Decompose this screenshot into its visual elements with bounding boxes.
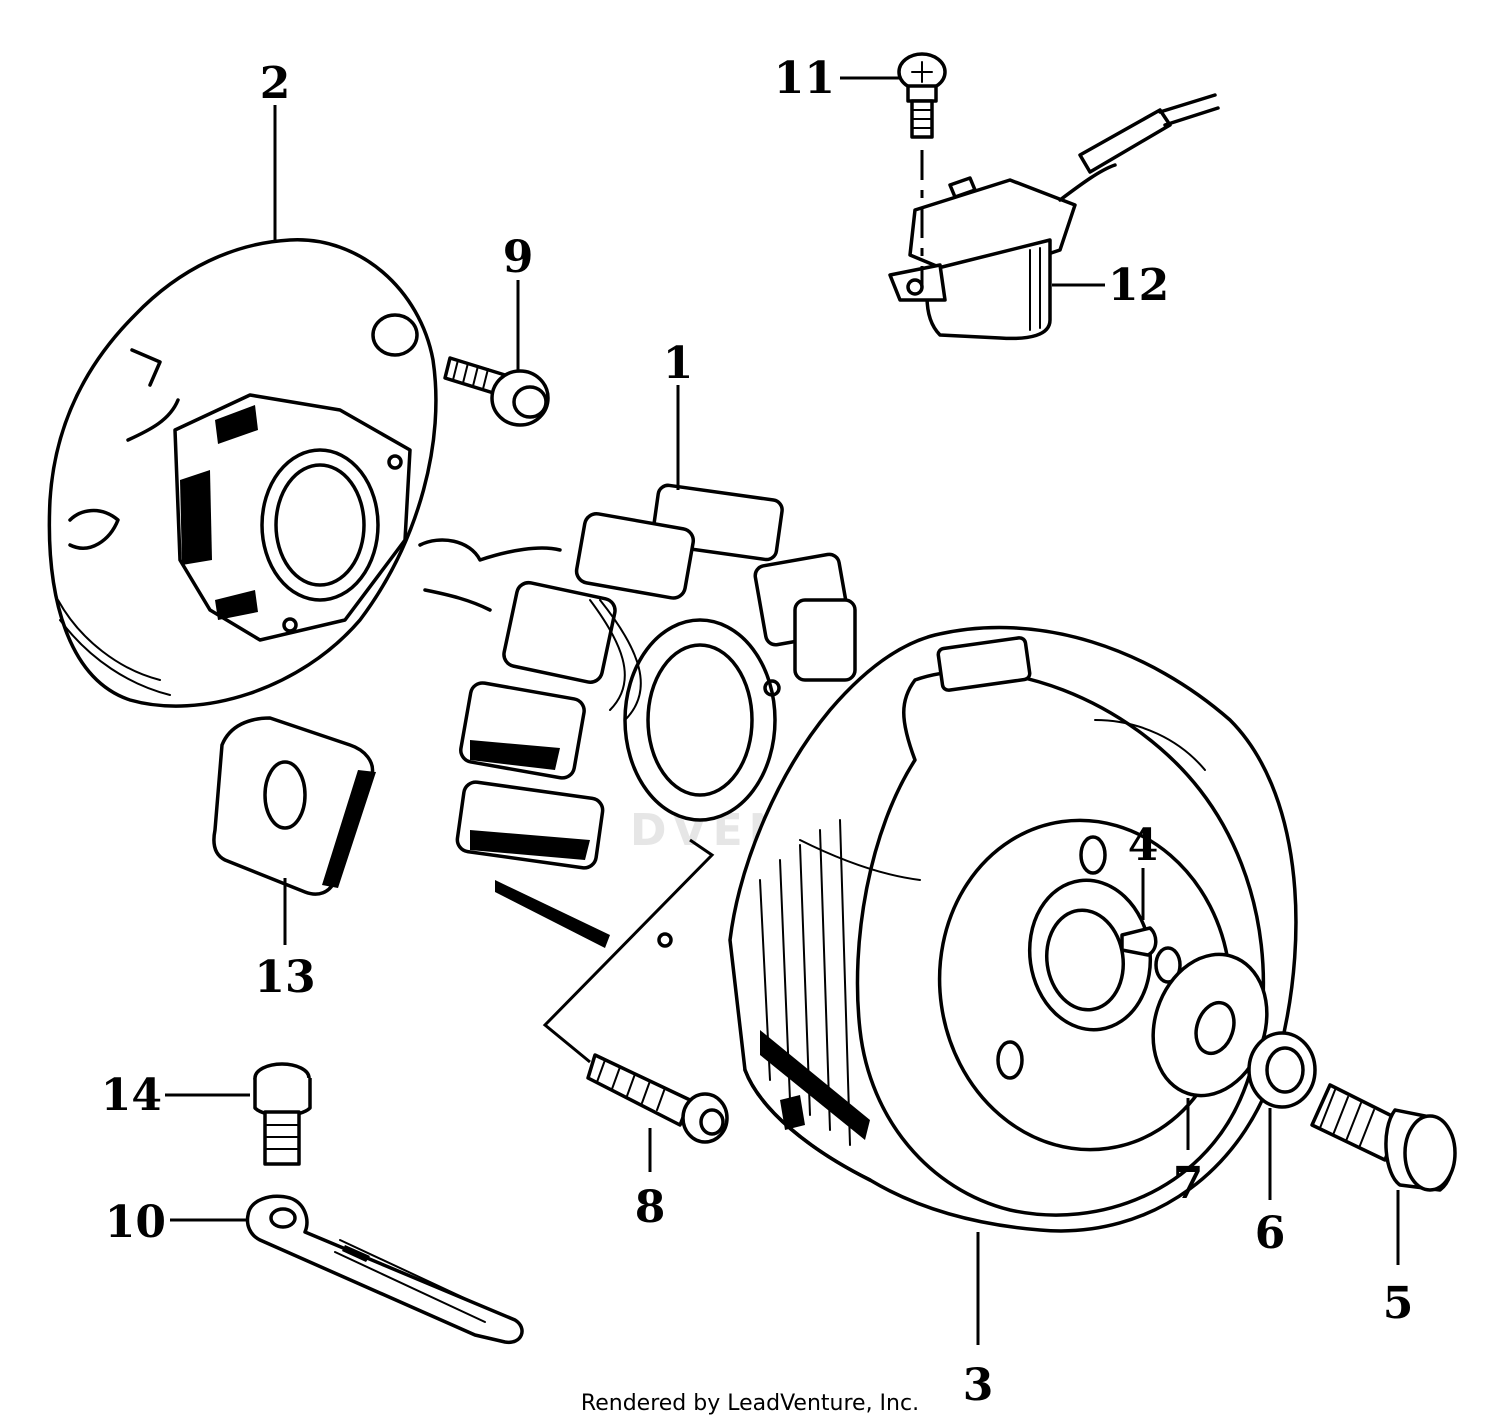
leader-8-path bbox=[542, 838, 715, 1064]
part-11-screw[interactable] bbox=[897, 52, 947, 139]
part-8-screw[interactable] bbox=[586, 1053, 729, 1144]
part-14-bolt[interactable] bbox=[253, 1062, 312, 1166]
part-1-stator[interactable] bbox=[418, 483, 857, 948]
callout-5: 5 bbox=[1383, 1278, 1414, 1329]
callout-11: 11 bbox=[774, 53, 835, 104]
part-3-flywheel[interactable] bbox=[728, 625, 1298, 1233]
part-2-base-plate[interactable] bbox=[47, 238, 438, 708]
credit-text: Rendered by LeadVenture, Inc. bbox=[581, 1391, 919, 1416]
callout-12: 12 bbox=[1108, 260, 1169, 311]
leader-lines bbox=[165, 76, 1400, 1345]
callout-1: 1 bbox=[663, 338, 694, 389]
callout-8: 8 bbox=[635, 1182, 666, 1233]
callout-2: 2 bbox=[260, 58, 291, 109]
part-10-ground-strap[interactable] bbox=[245, 1194, 524, 1344]
callout-7: 7 bbox=[1173, 1158, 1204, 1209]
callout-9: 9 bbox=[503, 232, 534, 283]
callout-4: 4 bbox=[1128, 820, 1159, 871]
part-5-hex-bolt[interactable] bbox=[1310, 1083, 1457, 1192]
part-9-bolt[interactable] bbox=[443, 356, 550, 427]
callout-13: 13 bbox=[254, 952, 315, 1003]
callout-6: 6 bbox=[1255, 1208, 1286, 1259]
callout-14: 14 bbox=[101, 1070, 162, 1121]
callout-10: 10 bbox=[105, 1197, 166, 1248]
part-6-lock-washer[interactable] bbox=[1247, 1031, 1317, 1109]
part-4-key[interactable] bbox=[1120, 926, 1158, 957]
callout-3: 3 bbox=[963, 1360, 994, 1411]
part-13-grommet[interactable] bbox=[212, 716, 376, 896]
callout-labels: 2 1 9 11 12 13 4 3 7 6 5 8 14 10 bbox=[101, 53, 1414, 1411]
part-12-pickup[interactable] bbox=[888, 93, 1220, 341]
